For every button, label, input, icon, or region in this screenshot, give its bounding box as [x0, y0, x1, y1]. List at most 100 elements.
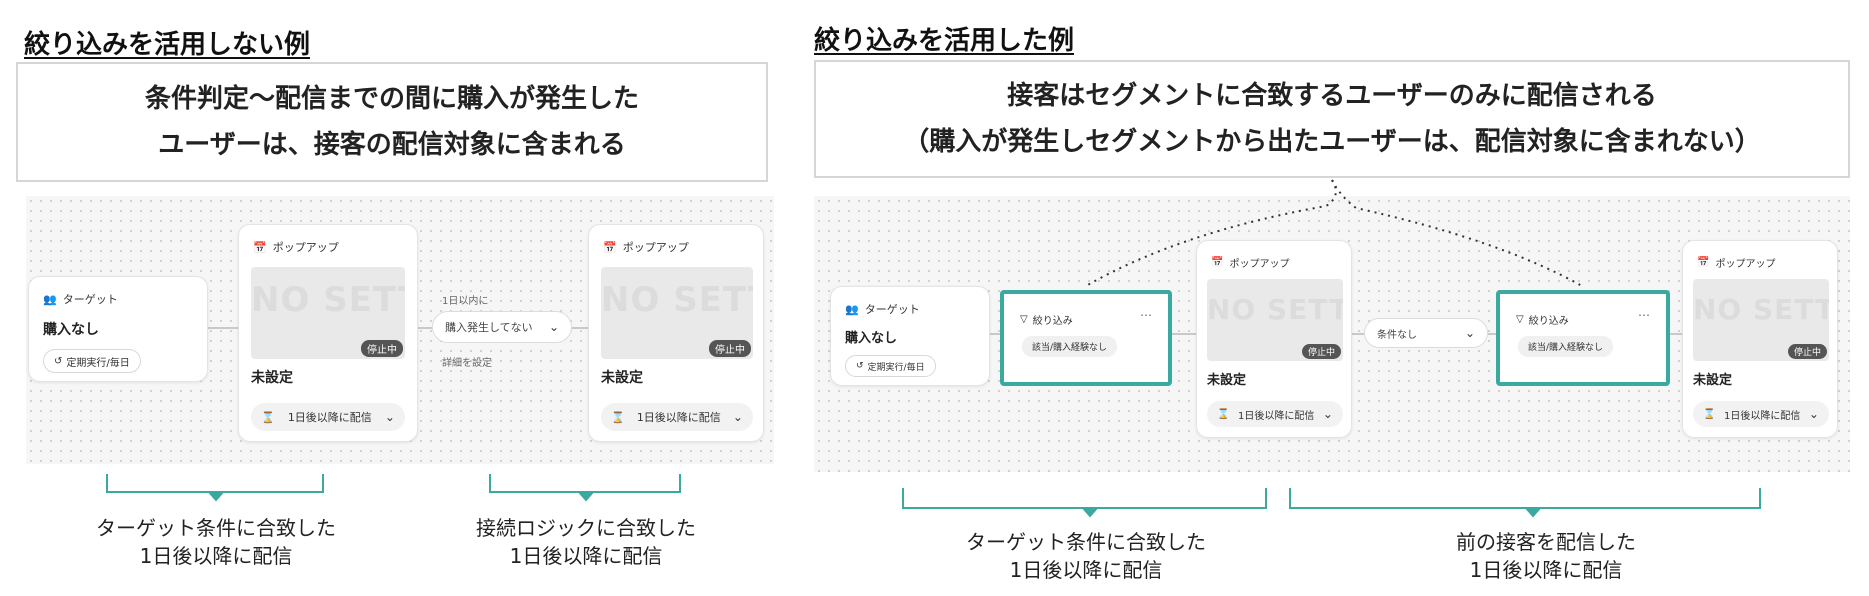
right-target-schedule-label: 定期実行/毎日: [867, 362, 925, 373]
left-connector-1: [206, 327, 238, 329]
left-callout-line-2: ユーザーは、接客の配信対象に含まれる: [158, 130, 626, 160]
left-popup2-name: 未設定: [601, 370, 643, 386]
hourglass-icon: ⌛: [611, 410, 625, 424]
left-popup1-name: 未設定: [251, 370, 293, 386]
left-popup2-preview: NO SETTING 停止中: [601, 267, 753, 359]
left-target-header: 👥 ターゲット: [43, 291, 118, 307]
right-callout: 接客はセグメントに合致するユーザーのみに配信される （購入が発生しセグメントから…: [814, 60, 1850, 178]
right-caption-1-line-2: 1日後以降に配信: [1009, 558, 1163, 582]
left-popup2-delivery[interactable]: ⌛ 1日後以降に配信 ⌄: [601, 403, 753, 431]
right-target-condition: 購入なし: [845, 331, 898, 346]
calendar-icon: 📅: [1697, 257, 1710, 268]
more-icon[interactable]: ⋯: [1638, 308, 1650, 322]
hourglass-icon: ⌛: [1217, 408, 1230, 420]
left-popup1-header-label: ポップアップ: [272, 241, 339, 254]
right-popup1-name: 未設定: [1207, 373, 1247, 388]
chevron-down-icon: ⌄: [1464, 326, 1475, 340]
right-connector-2: [1170, 333, 1196, 335]
left-caption-1: ターゲット条件に合致した 1日後以降に配信: [76, 514, 356, 570]
right-filter-card-1[interactable]: ▽ 絞り込み ⋯ 該当/購入経験なし: [1000, 290, 1172, 386]
right-popup2-header-label: ポップアップ: [1715, 259, 1776, 270]
right-heading: 絞り込みを活用した例: [814, 26, 1075, 56]
left-caption-2-line-2: 1日後以降に配信: [509, 544, 663, 568]
left-bracket-2: [489, 474, 681, 502]
left-popup2-ghost: NO SETTING: [601, 280, 753, 320]
right-connector-1: [990, 333, 1000, 335]
left-popup2-status-badge: 停止中: [709, 340, 751, 357]
right-bracket-2: [1289, 488, 1761, 518]
right-callout-line-1: 接客はセグメントに合致するユーザーのみに配信される: [1007, 81, 1657, 111]
right-popup2-name: 未設定: [1693, 373, 1733, 388]
calendar-icon: 📅: [253, 240, 267, 254]
right-filter2-chip: 該当/購入経験なし: [1518, 336, 1614, 357]
right-target-schedule[interactable]: ↺ 定期実行/毎日: [845, 355, 936, 377]
left-popup1-ghost: NO SETTING: [251, 280, 405, 320]
chevron-down-icon: ⌄: [384, 410, 395, 424]
left-logic-select[interactable]: 購入発生してない ⌄: [432, 311, 572, 343]
right-target-header-label: ターゲット: [864, 303, 920, 316]
left-logic-label-bottom[interactable]: 詳細を設定: [442, 358, 492, 369]
chevron-down-icon: ⌄: [1808, 407, 1819, 421]
right-target-card[interactable]: 👥 ターゲット 購入なし ↺ 定期実行/毎日: [830, 286, 990, 386]
left-popup-card-1[interactable]: 📅 ポップアップ NO SETTING 停止中 未設定 ⌛ 1日後以降に配信 ⌄: [238, 224, 418, 442]
right-bracket-1: [902, 488, 1267, 518]
left-popup-card-2[interactable]: 📅 ポップアップ NO SETTING 停止中 未設定 ⌛ 1日後以降に配信 ⌄: [588, 224, 764, 442]
right-popup2-delivery-label: 1日後以降に配信: [1724, 410, 1801, 422]
right-callout-line-2: （購入が発生しセグメントから出たユーザーは、配信対象に含まれない）: [903, 127, 1761, 157]
right-popup2-ghost: NO SETTING: [1693, 293, 1829, 326]
hourglass-icon: ⌛: [1703, 408, 1716, 420]
right-target-header: 👥 ターゲット: [845, 301, 920, 317]
users-icon: 👥: [43, 292, 57, 306]
right-connector-5: [1670, 333, 1682, 335]
right-connector-4: [1488, 333, 1500, 335]
right-filter2-header-label: 絞り込み: [1528, 316, 1569, 327]
chevron-down-icon: ⌄: [732, 410, 743, 424]
left-caption-1-line-2: 1日後以降に配信: [139, 544, 293, 568]
left-caption-1-line-1: ターゲット条件に合致した: [96, 516, 336, 540]
left-target-schedule[interactable]: ↺ 定期実行/毎日: [43, 349, 141, 373]
left-popup1-header: 📅 ポップアップ: [253, 239, 339, 255]
right-popup1-header-label: ポップアップ: [1229, 259, 1290, 270]
calendar-icon: 📅: [603, 240, 617, 254]
left-callout-line-1: 条件判定〜配信までの間に購入が発生した: [144, 84, 639, 114]
users-icon: 👥: [845, 302, 859, 316]
right-filter1-header: ▽ 絞り込み: [1020, 312, 1073, 327]
left-target-header-label: ターゲット: [62, 293, 118, 306]
right-popup2-status-badge: 停止中: [1787, 344, 1827, 359]
left-popup2-header: 📅 ポップアップ: [603, 239, 689, 255]
left-popup1-status-badge: 停止中: [361, 340, 403, 357]
right-filter2-header: ▽ 絞り込み: [1516, 312, 1569, 327]
right-caption-2: 前の接客を配信した 1日後以降に配信: [1426, 528, 1666, 584]
right-caption-1: ターゲット条件に合致した 1日後以降に配信: [946, 528, 1226, 584]
right-caption-2-line-1: 前の接客を配信した: [1456, 530, 1636, 554]
right-connector-3: [1352, 333, 1364, 335]
left-bracket-1: [106, 474, 324, 502]
left-popup1-preview: NO SETTING 停止中: [251, 267, 405, 359]
right-popup2-delivery[interactable]: ⌛ 1日後以降に配信 ⌄: [1693, 401, 1829, 427]
left-target-card[interactable]: 👥 ターゲット 購入なし ↺ 定期実行/毎日: [28, 276, 208, 382]
more-icon[interactable]: ⋯: [1140, 308, 1152, 322]
right-popup1-ghost: NO SETTING: [1207, 293, 1343, 326]
chevron-down-icon: ⌄: [1322, 407, 1333, 421]
left-connector-3: [570, 327, 588, 329]
left-caption-2: 接続ロジックに合致した 1日後以降に配信: [466, 514, 706, 570]
left-logic-label-top: 1日以内に: [442, 296, 489, 307]
right-caption-2-line-2: 1日後以降に配信: [1469, 558, 1623, 582]
left-popup1-delivery[interactable]: ⌛ 1日後以降に配信 ⌄: [251, 403, 405, 431]
right-popup-card-1[interactable]: 📅 ポップアップ NO SETTING 停止中 未設定 ⌛ 1日後以降に配信 ⌄: [1196, 240, 1352, 438]
right-popup-card-2[interactable]: 📅 ポップアップ NO SETTING 停止中 未設定 ⌛ 1日後以降に配信 ⌄: [1682, 240, 1838, 438]
right-filter-card-2[interactable]: ▽ 絞り込み ⋯ 該当/購入経験なし: [1496, 290, 1670, 386]
left-caption-2-line-1: 接続ロジックに合致した: [476, 516, 696, 540]
left-logic-select-label: 購入発生してない: [445, 321, 533, 334]
right-popup1-status-badge: 停止中: [1301, 344, 1341, 359]
left-heading: 絞り込みを活用しない例: [24, 30, 311, 60]
right-filter1-header-label: 絞り込み: [1032, 316, 1073, 327]
right-popup1-delivery[interactable]: ⌛ 1日後以降に配信 ⌄: [1207, 401, 1343, 427]
clock-icon: ↺: [54, 355, 63, 367]
right-popup1-header: 📅 ポップアップ: [1211, 255, 1289, 270]
left-target-condition: 購入なし: [43, 322, 99, 338]
right-popup2-header: 📅 ポップアップ: [1697, 255, 1775, 270]
right-logic-select[interactable]: 条件なし ⌄: [1364, 318, 1488, 348]
right-popup2-preview: NO SETTING 停止中: [1693, 279, 1829, 361]
